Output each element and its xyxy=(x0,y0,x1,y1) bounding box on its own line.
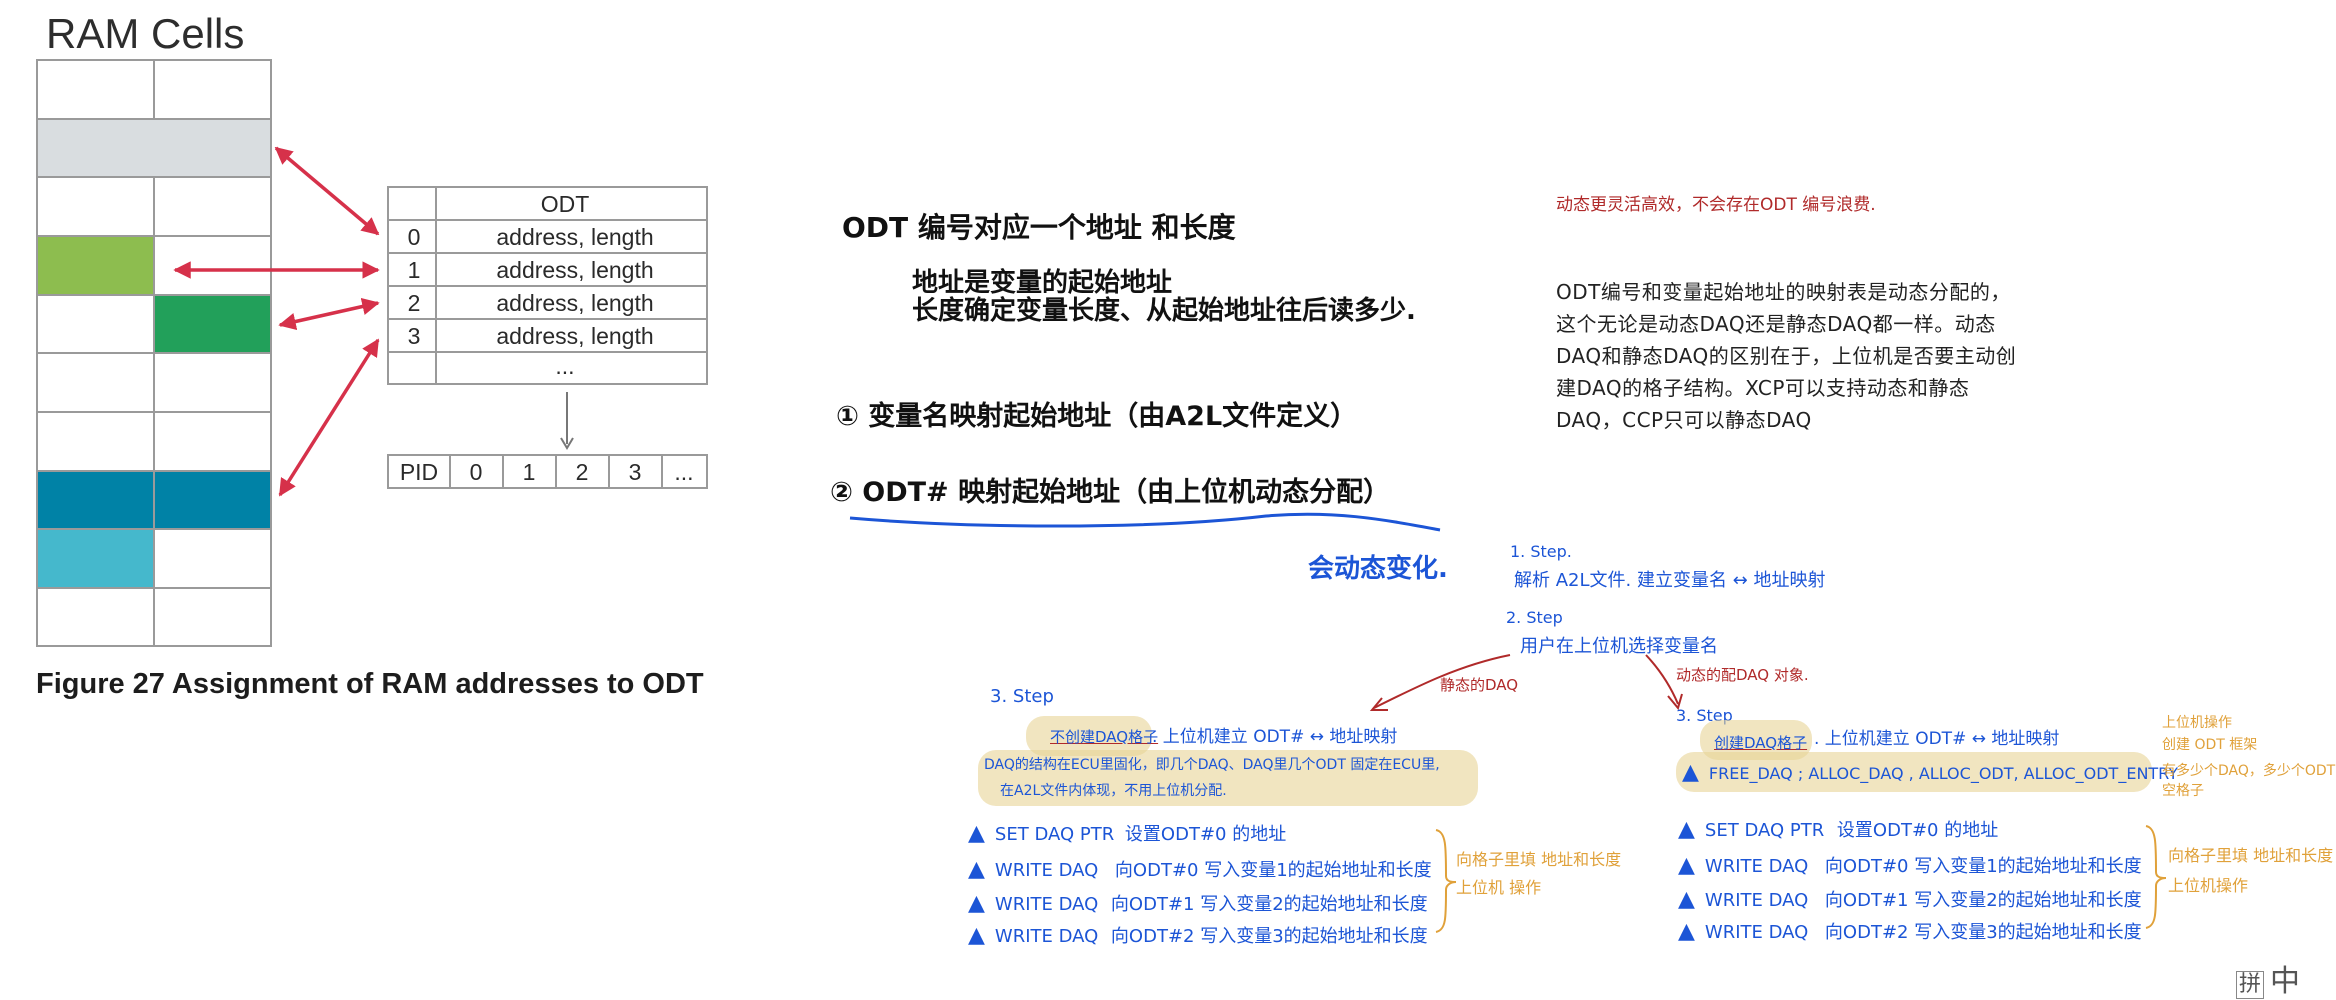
odt-index: 2 xyxy=(408,290,421,316)
pinyin-icon: 拼 xyxy=(2236,971,2265,999)
arrow-row0 xyxy=(274,146,380,236)
figure-caption: Figure 27 Assignment of RAM addresses to… xyxy=(36,668,704,700)
odt-table xyxy=(387,186,708,385)
pid-cell: 2 xyxy=(576,459,589,485)
left-highlight-bg xyxy=(1026,716,1152,756)
ram-cell-light-teal xyxy=(37,529,154,588)
explanation-paragraph: ODT编号和变量起始地址的映射表是动态分配的，这个无论是动态DAQ还是静态DAQ… xyxy=(1556,280,2017,432)
step2-text: 用户在上位机选择变量名 xyxy=(1520,636,1718,657)
left-highlight-text: 不创建DAQ格子 xyxy=(1050,728,1159,746)
arrow-row2 xyxy=(278,297,380,331)
right-step3-text: . 上位机建立 ODT# ↔ 地址映射 xyxy=(1814,729,2060,749)
odt-value: address, length xyxy=(496,224,653,250)
right-side-note-1: 上位机操作 xyxy=(2162,715,2232,731)
left-brace-note-1: 向格子里填 地址和长度 xyxy=(1456,850,1622,869)
pid-cell: 0 xyxy=(470,459,483,485)
ram-odt-figure: ODT 0 address, length 1 address, length … xyxy=(36,59,708,647)
mapping-arrows xyxy=(173,146,380,497)
pid-cell: 3 xyxy=(629,459,642,485)
ram-cell-grey xyxy=(37,119,271,177)
step1-label: 1. Step. xyxy=(1510,542,1572,561)
odt-index: 3 xyxy=(408,323,421,349)
note-length-line: 长度确定变量长度、从起始地址往后读多少. xyxy=(912,296,1416,326)
triangle-icon: ▲ xyxy=(968,891,985,916)
odt-index: 1 xyxy=(408,257,421,283)
ime-lang-label: 中 xyxy=(2270,964,2301,999)
right-side-note-2: 创建 ODT 框架 xyxy=(2162,737,2258,753)
odt-value: address, length xyxy=(496,323,653,349)
note-item-1: ① 变量名映射起始地址（由A2L文件定义） xyxy=(836,401,1358,432)
triangle-icon: ▲ xyxy=(1678,887,1695,912)
triangle-icon: ▲ xyxy=(1682,760,1699,785)
odt-header: ODT xyxy=(541,191,590,217)
ram-cell-light-green xyxy=(37,236,154,295)
left-note-bg xyxy=(978,750,1478,806)
right-brace-note-1: 向格子里填 地址和长度 xyxy=(2168,846,2334,865)
pid-cell: 1 xyxy=(523,459,536,485)
odt-value: address, length xyxy=(496,290,653,316)
ime-indicator[interactable]: 拼中 xyxy=(2236,956,2300,1000)
left-brace xyxy=(1435,829,1457,933)
odt-index: 0 xyxy=(408,224,421,250)
right-brace xyxy=(2145,825,2167,929)
left-step3-label: 3. Step xyxy=(990,686,1054,707)
note-dynamic-change: 会动态变化. xyxy=(1308,554,1448,584)
note-odt-line: ODT 编号对应一个地址 和长度 xyxy=(842,211,1236,244)
pid-cell: ... xyxy=(674,459,693,485)
note-item-2: ② ODT# 映射起始地址（由上位机动态分配） xyxy=(830,477,1391,508)
right-brace-note-2: 上位机操作 xyxy=(2168,876,2249,895)
right-side-note-3: 有多少个DAQ，多少个ODT xyxy=(2162,763,2336,779)
step2-label: 2. Step xyxy=(1506,608,1563,627)
ram-cell-green xyxy=(154,295,271,353)
left-step3-text: . 上位机建立 ODT# ↔ 地址映射 xyxy=(1152,727,1398,747)
right-highlight-text: 创建DAQ格子 xyxy=(1714,734,1808,752)
ram-cells-grid xyxy=(36,59,272,647)
left-note-1: DAQ的结构在ECU里固化，即几个DAQ、DAQ里几个ODT 固定在ECU里, xyxy=(984,757,1440,773)
triangle-icon: ▲ xyxy=(968,923,985,948)
branch-static-label: 静态的DAQ xyxy=(1440,676,1519,694)
triangle-icon: ▲ xyxy=(968,821,985,846)
right-alloc-bg xyxy=(1676,752,2152,792)
triangle-icon: ▲ xyxy=(1678,853,1695,878)
odt-value: address, length xyxy=(496,257,653,283)
left-brace-note-2: 上位机 操作 xyxy=(1456,878,1542,897)
note-red-top: 动态更灵活高效，不会存在ODT 编号浪费. xyxy=(1556,195,1876,215)
pid-row xyxy=(387,454,708,489)
underline-stroke xyxy=(849,512,1441,532)
arrow-row3 xyxy=(278,338,380,497)
triangle-icon: ▲ xyxy=(968,857,985,882)
ram-cells-title: RAM Cells xyxy=(46,10,245,57)
step1-text: 解析 A2L文件. 建立变量名 ↔ 地址映射 xyxy=(1514,570,1826,591)
note-address-line: 地址是变量的起始地址 xyxy=(912,268,1173,298)
pid-cell: PID xyxy=(400,459,438,485)
odt-value: ... xyxy=(555,353,574,379)
right-alloc-line: ▲FREE_DAQ ; ALLOC_DAQ , ALLOC_ODT, ALLOC… xyxy=(1682,760,2179,785)
branch-dynamic-label: 动态的配DAQ 对象. xyxy=(1676,666,1809,684)
branch-arrows xyxy=(1369,654,1683,711)
triangle-icon: ▲ xyxy=(1678,817,1695,842)
left-note-2: 在A2L文件内体现，不用上位机分配. xyxy=(1000,783,1227,799)
right-side-note-4: 空格子 xyxy=(2162,783,2204,799)
triangle-icon: ▲ xyxy=(1678,919,1695,944)
